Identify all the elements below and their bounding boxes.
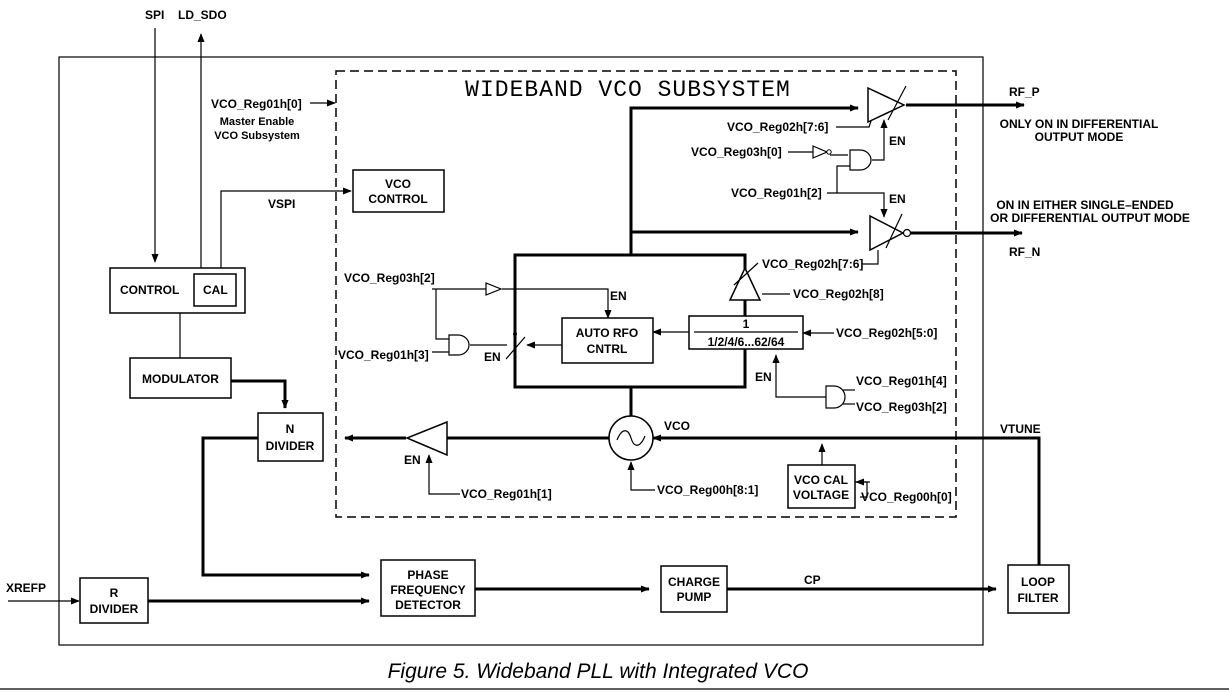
vco-cal-voltage-block: VCO CAL VOLTAGE <box>787 464 856 509</box>
loop-filter-label-2: FILTER <box>1017 591 1058 605</box>
charge-pump-label-1: CHARGE <box>668 575 720 589</box>
ld-sdo-pin-label: LD_SDO <box>178 8 227 22</box>
pfd-label-2: FREQUENCY <box>390 583 465 597</box>
charge-pump-block: CHARGE PUMP <box>660 565 728 613</box>
r-divider-label-2: DIVIDER <box>90 602 139 616</box>
reg03h-2-left-label: VCO_Reg03h[2] <box>344 271 435 285</box>
vco-control-label-1: VCO <box>385 177 411 191</box>
reg00h-81-label: VCO_Reg00h[8:1] <box>657 483 758 497</box>
reg01h-0-label: VCO_Reg01h[0] <box>211 97 302 111</box>
chip-outline <box>58 56 984 646</box>
en-divider: EN <box>755 370 772 384</box>
en-rf-p: EN <box>889 134 906 148</box>
vco-oscillator <box>608 415 654 461</box>
modulator-label: MODULATOR <box>142 372 219 386</box>
control-label: CONTROL <box>120 283 179 297</box>
vtune-label: VTUNE <box>1000 422 1041 436</box>
inverter-reg03h0 <box>812 145 832 159</box>
vco-control-block: VCO CONTROL <box>352 169 445 213</box>
vco-cal-label-2: VOLTAGE <box>793 488 849 502</box>
reg01h-2-label: VCO_Reg01h[2] <box>731 186 822 200</box>
reg02h-76-top-label: VCO_Reg02h[7:6] <box>727 120 828 134</box>
rf-p-pin-label: RF_P <box>1009 85 1040 99</box>
reg03h-2-right-label: VCO_Reg03h[2] <box>856 400 947 414</box>
r-divider-label-1: R <box>110 586 119 600</box>
subsystem-title: WIDEBAND VCO SUBSYSTEM <box>465 77 791 103</box>
pfd-label-3: DETECTOR <box>395 598 461 612</box>
reg01h-1-label: VCO_Reg01h[1] <box>461 487 552 501</box>
n-divider-label-1: N <box>286 422 295 436</box>
divider-numerator: 1 <box>743 317 750 331</box>
auto-rfo-block: AUTO RFO CNTRL <box>561 317 654 364</box>
buffer-reg03h2-left <box>485 282 503 296</box>
n-divider-block: N DIVIDER <box>257 412 324 462</box>
output-divider-block: 1 1/2/4/6...62/64 <box>688 315 804 350</box>
xrefp-pin-label: XREFP <box>6 581 46 595</box>
master-enable-note-2: VCO Subsystem <box>214 130 300 142</box>
rf-n-note-2: OR DIFFERENTIAL OUTPUT MODE <box>990 211 1190 225</box>
pfd-block: PHASE FREQUENCY DETECTOR <box>380 559 476 617</box>
n-divider-label-2: DIVIDER <box>266 439 315 453</box>
rf-n-note-1: ON IN EITHER SINGLE–ENDED <box>996 198 1174 212</box>
vco-signal-label: VCO <box>664 419 690 433</box>
reg01h-3-label: VCO_Reg01h[3] <box>338 348 429 362</box>
en-switch: EN <box>484 350 501 364</box>
reg02h-76-mid-label: VCO_Reg02h[7:6] <box>762 257 863 271</box>
pfd-label-1: PHASE <box>407 568 448 582</box>
rf-p-note-1: ONLY ON IN DIFFERENTIAL <box>1000 117 1159 131</box>
reg01h-4-label: VCO_Reg01h[4] <box>856 374 947 388</box>
en-rf-n: EN <box>889 192 906 206</box>
vco-control-label-2: CONTROL <box>368 192 427 206</box>
reg02h-50-label: VCO_Reg02h[5:0] <box>836 326 937 340</box>
and-gate-top <box>849 149 872 171</box>
cp-label: CP <box>804 573 821 587</box>
auto-rfo-label-2: CNTRL <box>587 342 628 356</box>
en-feedback-buffer: EN <box>404 453 421 467</box>
feedback-buffer <box>405 420 448 457</box>
reg00h-0-label: VCO_Reg00h[0] <box>861 490 952 504</box>
and-gate-right <box>825 385 846 409</box>
output-amp <box>728 262 762 301</box>
switch-contact <box>513 332 517 336</box>
en-auto-rfo: EN <box>610 289 627 303</box>
modulator-block: MODULATOR <box>129 357 232 399</box>
rf-p-buffer <box>867 85 907 124</box>
vco-subsystem-outline <box>335 70 957 518</box>
auto-rfo-label-1: AUTO RFO <box>576 326 638 340</box>
loop-filter-label-1: LOOP <box>1021 575 1055 589</box>
divider-denominator: 1/2/4/6...62/64 <box>708 335 785 349</box>
rf-n-buffer <box>869 213 912 252</box>
reg02h-8-label: VCO_Reg02h[8] <box>793 287 884 301</box>
cal-block: CAL <box>193 273 237 307</box>
vco-cal-label-1: VCO CAL <box>794 473 848 487</box>
reg03h-0-label: VCO_Reg03h[0] <box>691 145 782 159</box>
rf-n-pin-label: RF_N <box>1009 245 1040 259</box>
cal-label: CAL <box>203 283 228 297</box>
and-gate-left <box>448 334 470 356</box>
charge-pump-label-2: PUMP <box>677 590 712 604</box>
spi-pin-label: SPI <box>145 8 164 22</box>
loop-filter-block: LOOP FILTER <box>1007 564 1070 614</box>
master-enable-note-1: Master Enable <box>220 116 295 128</box>
figure-caption: Figure 5. Wideband PLL with Integrated V… <box>388 660 809 683</box>
r-divider-block: R DIVIDER <box>79 577 149 624</box>
vspi-label: VSPI <box>268 197 295 211</box>
rf-p-note-2: OUTPUT MODE <box>1035 130 1124 144</box>
